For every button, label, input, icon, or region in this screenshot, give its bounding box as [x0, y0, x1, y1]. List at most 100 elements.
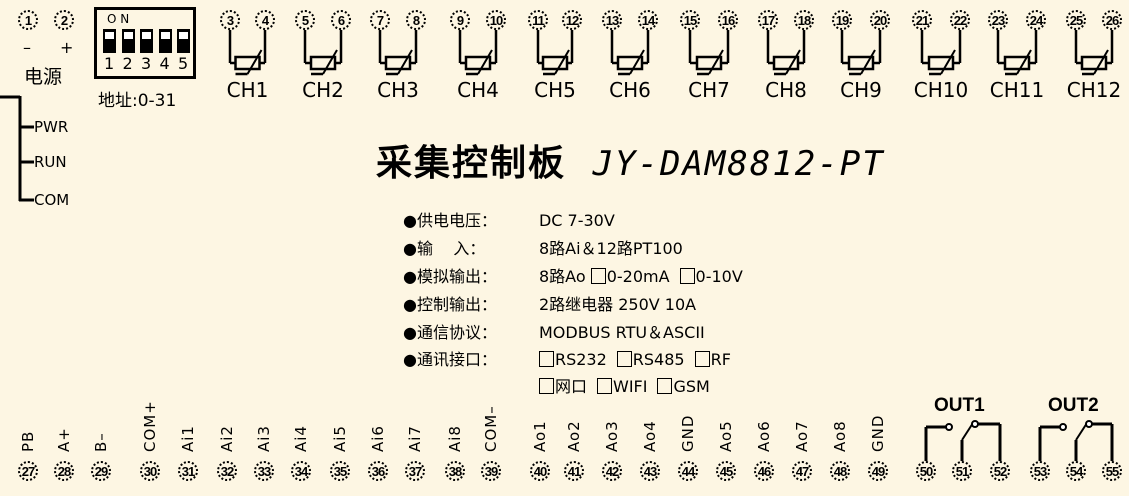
terminal-19[interactable]: 19 [832, 10, 852, 30]
terminal-number: 29 [94, 463, 109, 479]
bullet-icon: ● [403, 267, 417, 286]
terminal-11[interactable]: 11 [528, 10, 548, 30]
terminal-number: 25 [1069, 12, 1084, 28]
dip-switch-2[interactable] [121, 29, 135, 53]
terminal-41[interactable]: 41 [564, 461, 584, 481]
terminal-39[interactable]: 39 [481, 461, 501, 481]
terminal-28[interactable]: 28 [54, 461, 74, 481]
terminal-50[interactable]: 50 [916, 461, 936, 481]
terminal-55[interactable]: 55 [1102, 461, 1122, 481]
terminal-16[interactable]: 16 [718, 10, 738, 30]
terminal-36[interactable]: 36 [368, 461, 388, 481]
dip-number: 3 [141, 54, 152, 73]
terminal-18[interactable]: 18 [794, 10, 814, 30]
terminal-5[interactable]: 5 [295, 10, 315, 30]
terminal-33[interactable]: 33 [254, 461, 274, 481]
terminal-37[interactable]: 37 [405, 461, 425, 481]
terminal-10[interactable]: 10 [486, 10, 506, 30]
dip-switch-3[interactable] [140, 29, 153, 53]
terminal-29[interactable]: 29 [91, 461, 111, 481]
dip-on-label: O N [107, 12, 130, 26]
spec-option-checkbox[interactable]: 0-20mA [590, 267, 670, 286]
led-pwr: PWR [34, 118, 69, 136]
terminal-23[interactable]: 23 [988, 10, 1008, 30]
checkbox-icon [590, 268, 606, 284]
pt100-resistor-icon [1003, 55, 1031, 71]
spec-option-checkbox[interactable]: GSM [657, 377, 710, 396]
terminal-20[interactable]: 20 [870, 10, 890, 30]
terminal-43[interactable]: 43 [640, 461, 660, 481]
terminal-label-com: COM+ [141, 400, 159, 452]
model-number: JY-DAM8812-PT [592, 144, 885, 184]
terminal-14[interactable]: 14 [638, 10, 658, 30]
terminal-2[interactable]: 2 [54, 10, 74, 30]
terminal-32[interactable]: 32 [217, 461, 237, 481]
terminal-51[interactable]: 51 [952, 461, 972, 481]
option-label: 网口 [555, 377, 588, 396]
channel-label-ch7: CH7 [688, 78, 730, 102]
terminal-26[interactable]: 26 [1102, 10, 1122, 30]
power-minus-label: – [23, 38, 31, 57]
spec-option-checkbox[interactable]: 网口 [539, 377, 587, 396]
terminal-34[interactable]: 34 [291, 461, 311, 481]
terminal-53[interactable]: 53 [1030, 461, 1050, 481]
terminal-35[interactable]: 35 [330, 461, 350, 481]
terminal-number: 8 [412, 12, 420, 28]
terminal-40[interactable]: 40 [530, 461, 550, 481]
terminal-label-ai5: Ai5 [331, 425, 349, 452]
dip-number: 1 [104, 54, 115, 73]
terminal-9[interactable]: 9 [450, 10, 470, 30]
terminal-42[interactable]: 42 [602, 461, 622, 481]
terminal-25[interactable]: 25 [1066, 10, 1086, 30]
dip-switch-1[interactable] [103, 29, 116, 53]
terminal-44[interactable]: 44 [678, 461, 698, 481]
terminal-number: 41 [567, 463, 582, 479]
dip-switch-4[interactable] [158, 29, 172, 53]
terminal-8[interactable]: 8 [406, 10, 426, 30]
terminal-54[interactable]: 54 [1066, 461, 1086, 481]
dip-switch-5[interactable] [177, 29, 190, 53]
terminal-12[interactable]: 12 [562, 10, 582, 30]
spec-option-checkbox[interactable]: RS232 [538, 350, 607, 369]
terminal-47[interactable]: 47 [792, 461, 812, 481]
terminal-38[interactable]: 38 [445, 461, 465, 481]
terminal-21[interactable]: 21 [912, 10, 932, 30]
terminal-48[interactable]: 48 [830, 461, 850, 481]
spec-option-checkbox[interactable]: WIFI [597, 377, 647, 396]
terminal-1[interactable]: 1 [18, 10, 38, 30]
relay-label-out1: OUT1 [934, 395, 985, 416]
terminal-22[interactable]: 22 [950, 10, 970, 30]
terminal-label-ao5: Ao5 [717, 420, 735, 452]
terminal-4[interactable]: 4 [255, 10, 275, 30]
pt100-resistor-icon [695, 55, 723, 71]
terminal-30[interactable]: 30 [140, 461, 160, 481]
terminal-13[interactable]: 13 [602, 10, 622, 30]
pt100-resistor-icon [464, 55, 492, 71]
terminal-31[interactable]: 31 [178, 461, 198, 481]
terminal-number: 49 [871, 463, 886, 479]
terminal-number: 40 [533, 463, 548, 479]
terminal-15[interactable]: 15 [680, 10, 700, 30]
led-com: COM [34, 191, 70, 209]
terminal-3[interactable]: 3 [220, 10, 240, 30]
terminal-52[interactable]: 52 [990, 461, 1010, 481]
terminal-46[interactable]: 46 [754, 461, 774, 481]
spec-option-checkbox[interactable]: RS485 [616, 350, 685, 369]
terminal-7[interactable]: 7 [370, 10, 390, 30]
bullet-icon: ● [403, 295, 417, 314]
dip-number: 5 [178, 54, 189, 73]
terminal-49[interactable]: 49 [868, 461, 888, 481]
terminal-6[interactable]: 6 [331, 10, 351, 30]
terminal-45[interactable]: 45 [716, 461, 736, 481]
terminal-number: 31 [181, 463, 196, 479]
spec-option-checkbox[interactable]: 0-10V [679, 267, 743, 286]
terminal-17[interactable]: 17 [758, 10, 778, 30]
spec-row: ●控制输出：2路继电器 250V 10A [403, 291, 696, 315]
channel-label-ch2: CH2 [302, 78, 344, 102]
terminal-27[interactable]: 27 [18, 461, 38, 481]
terminal-number: 6 [337, 12, 345, 28]
terminal-24[interactable]: 24 [1026, 10, 1046, 30]
spec-option-checkbox[interactable]: RF [694, 350, 731, 369]
terminal-label-ai4: Ai4 [292, 425, 310, 452]
